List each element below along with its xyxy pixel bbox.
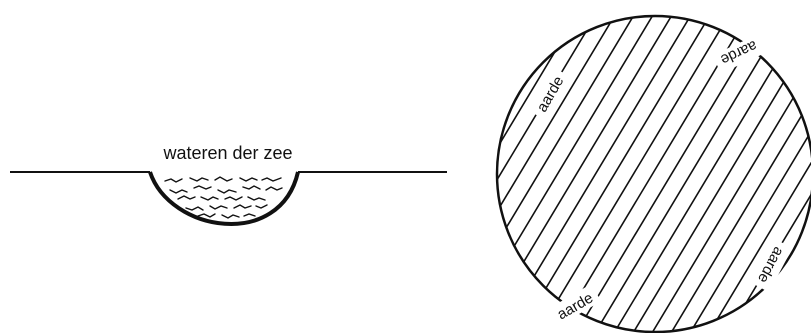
hatch-line — [443, 0, 643, 333]
sea-label: wateren der zee — [162, 143, 292, 163]
hatch-line — [500, 0, 700, 333]
hatch-line — [272, 0, 472, 333]
hatch-line — [177, 0, 377, 333]
hatch-line — [633, 0, 811, 333]
hatch-line — [139, 0, 339, 333]
hatch-line — [481, 0, 681, 333]
hatch-line — [196, 0, 396, 333]
hatch-line — [519, 0, 719, 333]
hatch-line — [462, 0, 662, 333]
sea-basin-figure: wateren der zee — [10, 143, 447, 224]
earth-hatching — [120, 0, 811, 333]
hatch-line — [424, 0, 624, 333]
hatch-line — [538, 0, 738, 333]
hatch-line — [234, 0, 434, 333]
hatch-line — [785, 0, 811, 333]
hatch-line — [804, 0, 811, 333]
earth-figure: aarde aarde aarde aarde — [120, 0, 811, 333]
hatch-line — [329, 0, 529, 333]
hatch-line — [367, 0, 567, 333]
hatch-line — [215, 0, 415, 333]
hatch-line — [291, 0, 491, 333]
hatch-line — [310, 0, 510, 333]
hatch-line — [614, 0, 811, 333]
hatch-line — [405, 0, 605, 333]
hatch-line — [348, 0, 548, 333]
hatch-line — [158, 0, 358, 333]
hatch-line — [253, 0, 453, 333]
hatch-line — [120, 0, 320, 333]
